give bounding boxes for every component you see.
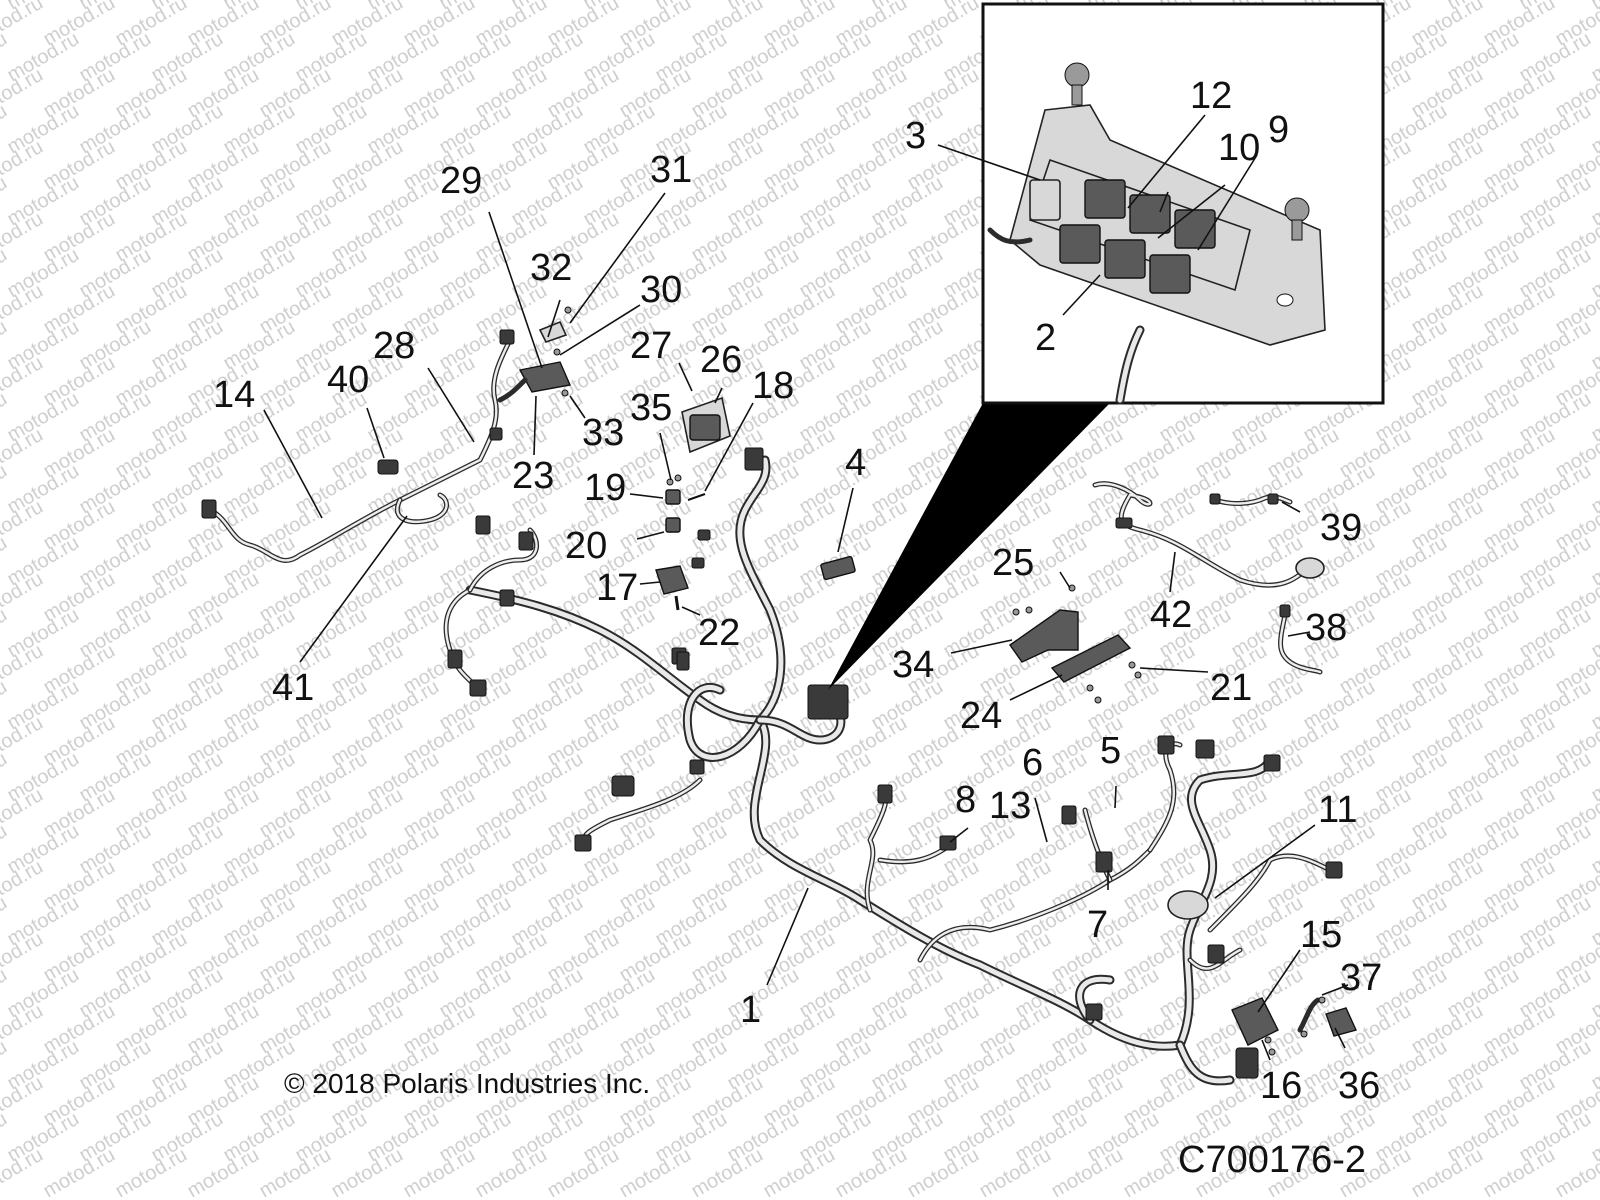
callout-3: 3: [905, 115, 926, 157]
callout-19: 19: [584, 467, 626, 509]
callout-7: 7: [1087, 904, 1108, 946]
callout-39: 39: [1320, 507, 1362, 549]
callout-5: 5: [1100, 730, 1121, 772]
sensor-wires: [1092, 481, 1325, 675]
leader-lines: [263, 114, 1349, 1061]
inset-detail: [981, 2, 1385, 405]
callout-28: 28: [373, 325, 415, 367]
callout-27: 27: [630, 325, 672, 367]
callout-38: 38: [1305, 607, 1347, 649]
callout-23: 23: [512, 455, 554, 497]
callout-2: 2: [1035, 317, 1056, 359]
callout-labels: 1 2 3 4 5 6 7 8 9 10 11 12 13 14 15 16 1…: [213, 75, 1382, 1107]
callout-40: 40: [327, 359, 369, 401]
lower-right-parts: [1231, 996, 1357, 1056]
callout-34: 34: [892, 644, 934, 686]
callout-31: 31: [650, 149, 692, 191]
module-cluster: [655, 396, 731, 671]
callout-20: 20: [565, 525, 607, 567]
callout-22: 22: [698, 612, 740, 654]
callout-1: 1: [740, 989, 761, 1031]
callout-4: 4: [845, 442, 866, 484]
callout-18: 18: [752, 365, 794, 407]
copyright-notice: © 2018 Polaris Industries Inc.: [284, 1068, 650, 1099]
callout-36: 36: [1338, 1065, 1380, 1107]
callout-14: 14: [213, 374, 255, 416]
callout-12: 12: [1190, 75, 1232, 117]
callout-9: 9: [1268, 109, 1289, 151]
callout-42: 42: [1150, 594, 1192, 636]
callout-8: 8: [955, 779, 976, 821]
callout-24: 24: [960, 695, 1002, 737]
callout-30: 30: [640, 269, 682, 311]
drawing-number: C700176-2: [1178, 1139, 1366, 1181]
part-4: [820, 555, 856, 581]
callout-17: 17: [596, 567, 638, 609]
callout-10: 10: [1218, 127, 1260, 169]
callout-37: 37: [1340, 957, 1382, 999]
callout-26: 26: [700, 339, 742, 381]
callout-16: 16: [1260, 1065, 1302, 1107]
callout-11: 11: [1318, 789, 1357, 831]
callout-32: 32: [530, 247, 572, 289]
bracket-cluster: [497, 306, 572, 403]
callout-6: 6: [1022, 742, 1043, 784]
callout-13: 13: [989, 785, 1031, 827]
callout-29: 29: [440, 160, 482, 202]
left-sub-harness: [201, 329, 515, 563]
fuse-bracket-cluster: [1009, 584, 1142, 704]
callout-33: 33: [582, 412, 624, 454]
zoom-wedge: [828, 403, 1110, 690]
callout-41: 41: [272, 667, 314, 709]
callout-21: 21: [1210, 667, 1252, 709]
callout-35: 35: [630, 387, 672, 429]
callout-15: 15: [1300, 914, 1342, 956]
callout-25: 25: [992, 542, 1034, 584]
